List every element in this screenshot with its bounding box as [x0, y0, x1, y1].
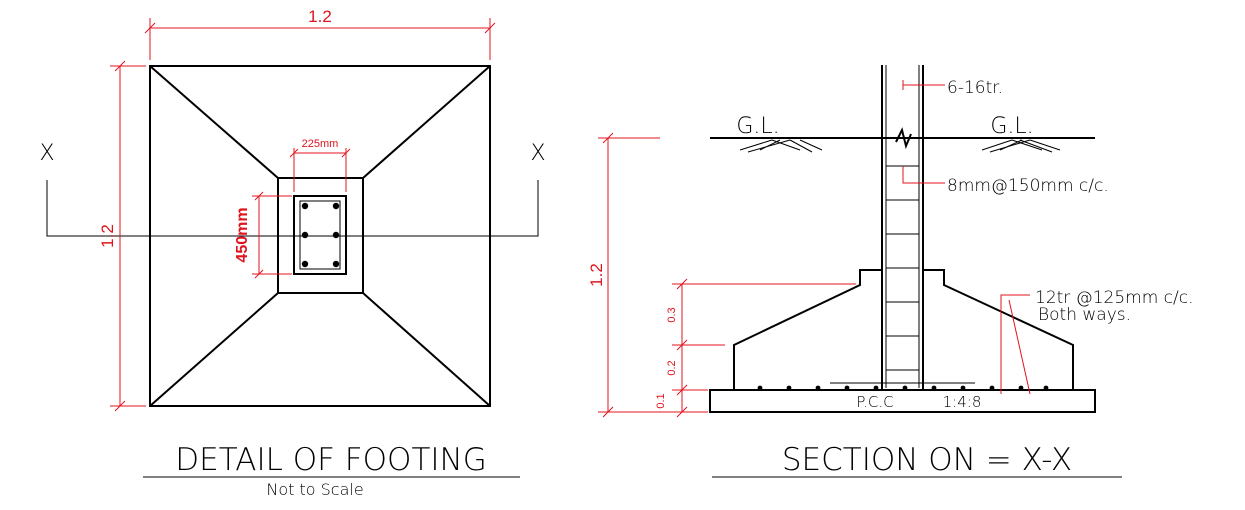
column-depth-label: 450mm — [234, 207, 251, 262]
plan-subtitle: Not to Scale — [266, 480, 363, 499]
pcc-label: P.C.C — [856, 393, 893, 411]
footing-plan: X X 1.2 1.2 225mm — [39, 7, 545, 499]
height-dim-label: 1.2 — [98, 224, 117, 248]
main-bars-label: 12tr @125mm c/c. — [1035, 288, 1194, 308]
slope-height-label: 0.3 — [666, 307, 678, 322]
footing-right-profile — [923, 269, 1074, 390]
slope-line — [149, 65, 279, 179]
part-height-dimensions — [672, 278, 856, 418]
section-mark-right: X — [530, 141, 545, 166]
section-title: SECTION ON = X-X — [782, 442, 1072, 478]
height-dimension — [110, 60, 146, 412]
column-outline — [293, 195, 347, 275]
edge-height-label: 0.2 — [666, 360, 678, 375]
bottom-bar-dots — [757, 385, 1049, 391]
pcc-bed — [709, 389, 1096, 413]
section-cut-line — [46, 180, 539, 237]
column-depth-dimension — [252, 191, 292, 279]
ground-hatch-left — [739, 139, 823, 153]
ground-label-right: G.L. — [990, 114, 1033, 139]
footing-left-profile — [733, 269, 882, 390]
ground-label-left: G.L. — [736, 114, 779, 139]
footing-section: G.L. G.L. — [587, 65, 1194, 478]
slope-line — [149, 292, 279, 407]
pcc-mix: 1:4:8 — [943, 393, 982, 411]
slope-line — [362, 292, 491, 407]
stirrups-label: 8mm@150mm c/c. — [947, 176, 1109, 196]
width-dim-label: 1.2 — [308, 7, 332, 26]
column-width-label: 225mm — [302, 138, 339, 150]
column-bars-label: 6-16tr. — [947, 78, 1003, 98]
leader-lines — [902, 80, 1031, 395]
column-bars — [301, 202, 340, 268]
total-height-dimension — [598, 132, 708, 418]
column-width-dimension — [289, 148, 351, 192]
slope-line — [362, 65, 491, 179]
column-stirrups — [886, 165, 919, 371]
width-dimension — [144, 18, 496, 60]
section-mark-left: X — [39, 141, 54, 166]
ground-hatch-right — [981, 139, 1061, 153]
column-tie — [299, 200, 341, 270]
total-height-label: 1.2 — [587, 263, 606, 287]
plan-title: DETAIL OF FOOTING — [175, 442, 486, 478]
main-bars-label-2: Both ways. — [1038, 305, 1131, 325]
pcc-height-label: 0.1 — [655, 393, 667, 408]
